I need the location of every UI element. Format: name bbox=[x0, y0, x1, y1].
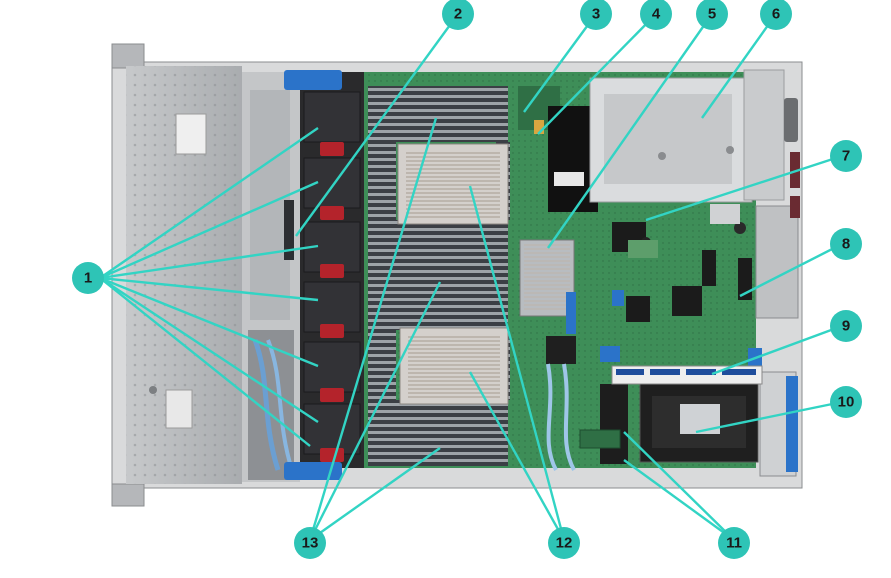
callout-badge-3: 3 bbox=[580, 0, 612, 30]
callout-badge-6: 6 bbox=[760, 0, 792, 30]
storage-controller-card bbox=[639, 371, 798, 477]
callout-label-4: 4 bbox=[652, 6, 661, 23]
callout-label-8: 8 bbox=[842, 236, 850, 253]
fan-bay bbox=[284, 70, 364, 480]
callout-lines bbox=[99, 13, 843, 541]
callout-label-9: 9 bbox=[842, 318, 850, 335]
label-strip bbox=[611, 365, 763, 385]
callout-label-2: 2 bbox=[454, 6, 462, 23]
callout-label-7: 7 bbox=[842, 148, 850, 165]
front-drive-cage bbox=[126, 66, 242, 484]
callout-label-3: 3 bbox=[592, 6, 600, 23]
dimm-bank-left-a bbox=[368, 142, 396, 220]
fan-module bbox=[303, 341, 361, 402]
callout-badge-11: 11 bbox=[718, 527, 750, 559]
callout-label-6: 6 bbox=[772, 6, 780, 23]
blue-latch-bottom bbox=[284, 462, 342, 480]
callout-badge-1: 1 bbox=[72, 262, 104, 294]
callout-badge-5: 5 bbox=[696, 0, 728, 30]
drive-backplane-area bbox=[242, 72, 300, 482]
processor-heatsink-1 bbox=[397, 143, 509, 225]
callout-badge-7: 7 bbox=[830, 140, 862, 172]
callout-badge-10: 10 bbox=[830, 386, 862, 418]
callout-label-1: 1 bbox=[84, 270, 92, 287]
callout-label-11: 11 bbox=[726, 535, 742, 552]
riser-cage bbox=[589, 69, 785, 203]
callout-badge-12: 12 bbox=[548, 527, 580, 559]
callout-badge-2: 2 bbox=[442, 0, 474, 30]
dimm-bank-upper bbox=[368, 86, 508, 142]
fan-module bbox=[303, 281, 361, 338]
smart-storage-battery bbox=[600, 384, 628, 464]
dimm-bank-left-b bbox=[368, 330, 396, 400]
small-connector bbox=[534, 120, 544, 134]
callout-badge-13: 13 bbox=[294, 527, 326, 559]
callout-badge-9: 9 bbox=[830, 310, 862, 342]
callout-label-12: 12 bbox=[556, 535, 573, 552]
fan-module bbox=[303, 403, 361, 462]
callout-badge-8: 8 bbox=[830, 228, 862, 260]
dimm-bank-lower bbox=[368, 400, 508, 466]
callout-label-10: 10 bbox=[838, 394, 855, 411]
fan-module bbox=[303, 221, 361, 278]
callout-label-5: 5 bbox=[708, 6, 716, 23]
callout-badge-4: 4 bbox=[640, 0, 672, 30]
power-supply-area bbox=[755, 98, 800, 319]
callout-label-13: 13 bbox=[302, 535, 319, 552]
processor-heatsink-2 bbox=[399, 327, 509, 405]
fan-module bbox=[303, 91, 361, 156]
blue-latch-top bbox=[284, 70, 342, 90]
